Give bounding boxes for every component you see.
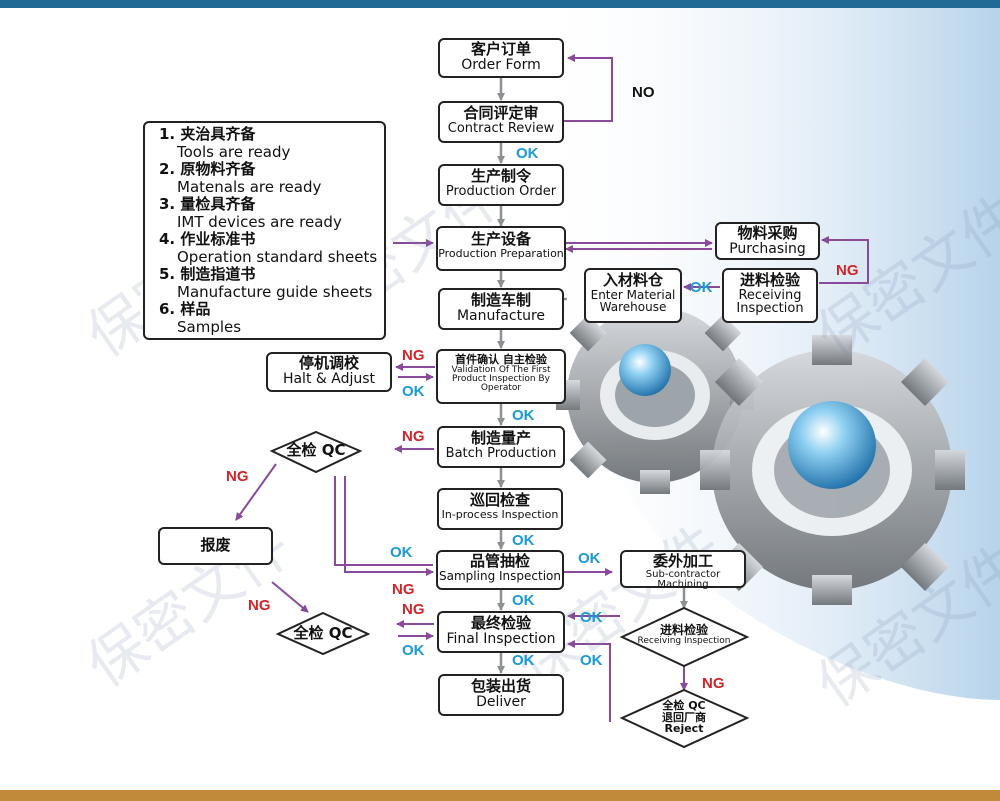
ok-label: OK <box>516 145 539 162</box>
contract-review-box: 合同评定审 Contract Review <box>438 101 564 143</box>
list-item: Matenals are ready <box>177 177 322 196</box>
list-item: Samples <box>177 317 242 336</box>
ok-label: OK <box>402 383 425 400</box>
subcontractor-box: 委外加工 Sub-contractor Machining <box>620 550 746 590</box>
ng-label: NG <box>226 468 249 485</box>
reject-diamond <box>619 688 750 749</box>
order-form-box: 客户订单 Order Form <box>438 38 564 78</box>
warehouse-box: 入材料仓 Enter Material Warehouse <box>584 268 682 323</box>
list-item: 6. 样品 <box>159 300 211 318</box>
deliver-box: 包装出货 Deliver <box>438 674 564 716</box>
ng-label: NG <box>392 581 415 598</box>
manufacture-box: 制造车制 Manufacture <box>438 288 564 330</box>
halt-adjust-box: 停机调校 Halt & Adjust <box>266 352 392 392</box>
no-label: NO <box>632 84 655 101</box>
list-item: 5. 制造指道书 <box>159 265 256 283</box>
list-item: 2. 原物料齐备 <box>159 160 256 178</box>
final-inspection-box: 最终检验 Final Inspection <box>437 611 565 653</box>
globe-icon <box>619 344 671 396</box>
list-item: Operation standard sheets <box>177 247 378 266</box>
batch-production-box: 制造量产 Batch Production <box>437 426 565 468</box>
ng-label: NG <box>402 428 425 445</box>
ng-label: NG <box>402 601 425 618</box>
list-item: Manufacture guide sheets <box>177 282 373 301</box>
ok-label: OK <box>512 592 535 609</box>
ok-label: OK <box>512 532 535 549</box>
receiving-diamond <box>619 606 750 668</box>
list-item: 4. 作业标准书 <box>159 230 256 248</box>
production-preparation-box: 生产设备 Production Preparation <box>436 226 566 271</box>
sampling-inspection-box: 品管抽检 Sampling Inspection <box>436 550 564 590</box>
requirements-list: 1. 夹治具齐备 Tools are ready 2. 原物料齐备 Matena… <box>143 121 386 340</box>
ok-label: OK <box>690 279 713 296</box>
list-item: Tools are ready <box>177 142 291 161</box>
reject-diamond-label: 全检 QC 退回厂商 Reject <box>662 699 706 736</box>
ng-label: NG <box>836 262 859 279</box>
first-article-box: 首件确认 自主检验 Validation Of The First Produc… <box>436 349 566 404</box>
qc-diamond-2-label: 全检 QC <box>293 624 353 642</box>
globe-icon <box>788 401 876 489</box>
receiving-diamond-label: 进料检验 Receiving Inspection <box>637 623 731 646</box>
purchasing-box: 物料采购 Purchasing <box>715 222 820 260</box>
ok-label: OK <box>402 642 425 659</box>
footer-bar <box>0 790 1000 801</box>
production-order-box: 生产制令 Production Order <box>438 164 564 206</box>
list-item: 3. 量检具齐备 <box>159 195 256 213</box>
ok-label: OK <box>512 407 535 424</box>
list-item: IMT devices are ready <box>177 212 342 231</box>
qc-diamond-1 <box>269 430 363 474</box>
qc-diamond-2 <box>275 611 371 656</box>
ng-label: NG <box>702 675 725 692</box>
scrap-box: 报废 <box>158 527 273 565</box>
list-item: 1. 夹治具齐备 <box>159 125 256 143</box>
ok-label: OK <box>580 652 603 669</box>
receiving-inspection-box: 进料检验 Receiving Inspection <box>722 268 818 323</box>
ng-label: NG <box>402 347 425 364</box>
ok-label: OK <box>578 550 601 567</box>
ok-label: OK <box>390 544 413 561</box>
header-bar <box>0 0 1000 8</box>
ok-label: OK <box>512 652 535 669</box>
qc-diamond-1-label: 全检 QC <box>286 441 346 459</box>
inprocess-inspection-box: 巡回检查 In-process Inspection <box>437 488 563 530</box>
ok-label: OK <box>580 609 603 626</box>
ng-label: NG <box>248 597 271 614</box>
